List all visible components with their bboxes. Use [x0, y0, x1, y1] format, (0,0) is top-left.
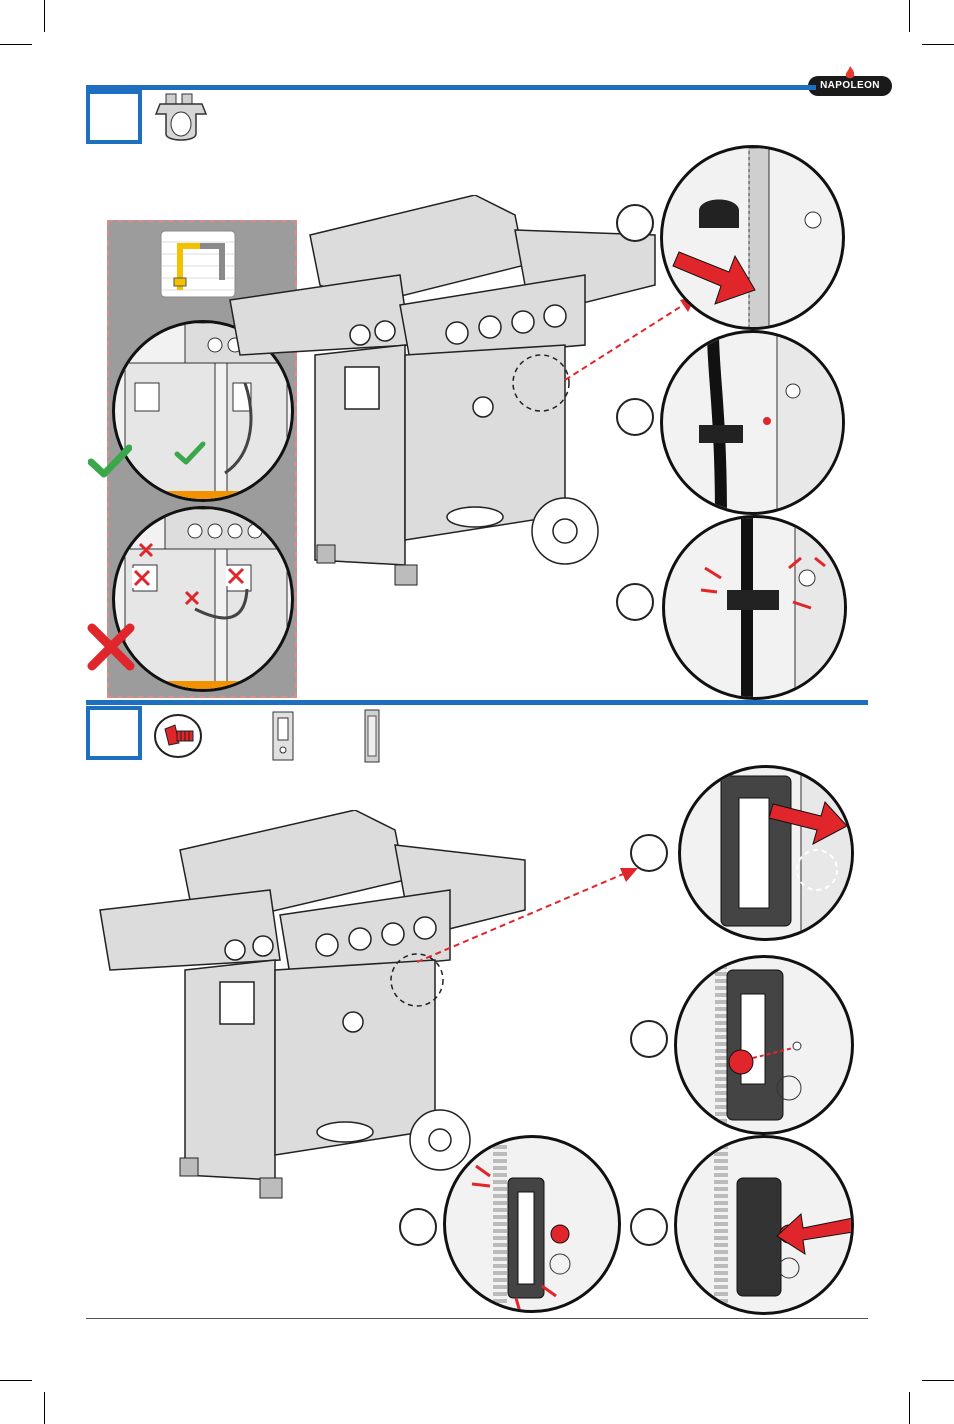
small-cross-icon — [184, 590, 200, 606]
footer-rule — [86, 1318, 868, 1319]
sub-step-2a — [630, 834, 668, 872]
hose-detail-c — [662, 515, 847, 700]
brand-logo: NAPOLEON — [808, 66, 892, 96]
crop-mark — [909, 0, 910, 32]
crop-mark — [909, 1392, 910, 1424]
crop-mark — [0, 1380, 32, 1381]
sub-step-2d — [630, 1208, 668, 1246]
red-screw-icon — [154, 714, 202, 758]
hose-clip-icon — [154, 93, 208, 141]
hose-detail-a — [660, 145, 845, 330]
crop-mark — [44, 1392, 45, 1424]
step-1-rule — [86, 85, 816, 90]
sub-step-2c — [399, 1208, 437, 1246]
incorrect-cross-icon — [87, 623, 135, 671]
hose-detail-b — [660, 330, 845, 515]
step-2-rule — [86, 700, 868, 705]
sub-step-2b — [630, 1020, 668, 1058]
bracket-detail-c — [443, 1135, 621, 1313]
crop-mark — [922, 1380, 954, 1381]
bracket-detail-b — [674, 955, 854, 1135]
bracket-icon — [272, 711, 294, 761]
step-1-number-box — [86, 90, 142, 144]
gas-pipe-wall-icon — [160, 230, 236, 298]
cover-icon — [364, 709, 380, 763]
callout-arrow — [416, 868, 638, 963]
sub-step-1b — [616, 398, 654, 436]
small-cross-icon — [138, 542, 154, 558]
sub-step-1a — [616, 204, 654, 242]
correct-checkmark-icon — [174, 441, 206, 465]
bracket-detail-a — [678, 765, 854, 941]
small-cross-icon — [226, 566, 246, 586]
incorrect-routing-detail — [112, 506, 294, 692]
correct-checkmark-icon — [88, 444, 132, 478]
brand-name: NAPOLEON — [820, 80, 880, 91]
crop-mark — [0, 44, 32, 45]
small-cross-icon — [132, 568, 152, 588]
sub-step-1c — [616, 583, 654, 621]
crop-mark — [922, 44, 954, 45]
step-2-number-box — [86, 706, 142, 760]
crop-mark — [44, 0, 45, 32]
bracket-detail-d — [674, 1135, 854, 1315]
flame-icon — [845, 66, 855, 79]
grill-illustration — [229, 195, 656, 586]
grill-illustration — [99, 810, 526, 1199]
